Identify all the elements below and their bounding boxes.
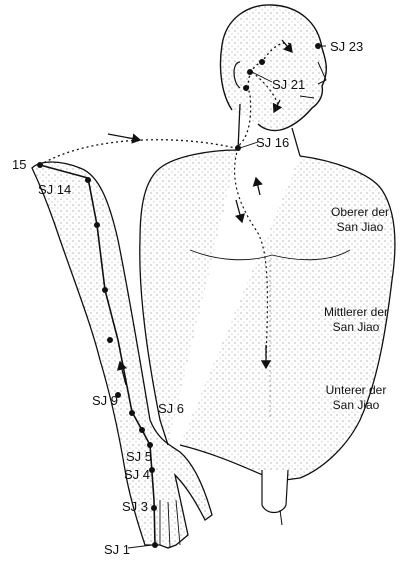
label-sj15: 15 bbox=[12, 158, 26, 171]
acupoint-dot bbox=[129, 410, 135, 416]
acupoint-dot bbox=[259, 59, 265, 65]
label-sj16: SJ 16 bbox=[256, 136, 289, 149]
acupoint-dot bbox=[102, 287, 108, 293]
acupoint-dot bbox=[147, 442, 153, 448]
zone-lower-label: Unterer der San Jiao bbox=[316, 383, 396, 413]
arrow-icon bbox=[108, 134, 140, 140]
acupoint-dot bbox=[243, 85, 249, 91]
label-sj23: SJ 23 bbox=[330, 40, 363, 53]
label-sj5: SJ 5 bbox=[126, 450, 152, 463]
genital-outline bbox=[262, 470, 288, 513]
label-sj9: SJ 9 bbox=[92, 394, 118, 407]
zone-lower-line1: Unterer der bbox=[316, 383, 396, 398]
zone-middle-line1: Mittlerer der bbox=[312, 305, 400, 320]
label-sj6: SJ 6 bbox=[158, 402, 184, 415]
acupoint-dot bbox=[151, 505, 157, 511]
acupoint-dot bbox=[85, 177, 91, 183]
acupoint-dot bbox=[152, 542, 158, 548]
zone-middle-line2: San Jiao bbox=[312, 320, 400, 335]
label-sj21: SJ 21 bbox=[272, 78, 305, 91]
zone-middle-label: Mittlerer der San Jiao bbox=[312, 305, 400, 335]
zone-upper-label: Oberer der San Jiao bbox=[322, 205, 398, 235]
zone-upper-line2: San Jiao bbox=[322, 220, 398, 235]
legs-line bbox=[280, 510, 282, 525]
label-sj1: SJ 1 bbox=[104, 543, 130, 556]
label-sj3: SJ 3 bbox=[122, 500, 148, 513]
zone-upper-line1: Oberer der bbox=[322, 205, 398, 220]
acupoint-dot bbox=[37, 162, 43, 168]
label-sj4: SJ 4 bbox=[124, 468, 150, 481]
zone-lower-line2: San Jiao bbox=[316, 398, 396, 413]
acupoint-dot bbox=[94, 222, 100, 228]
acupoint-dot bbox=[107, 337, 113, 343]
acupoint-dot bbox=[139, 427, 145, 433]
label-sj14: SJ 14 bbox=[38, 183, 71, 196]
head-outline bbox=[220, 5, 326, 131]
arrow-icon bbox=[256, 178, 260, 195]
